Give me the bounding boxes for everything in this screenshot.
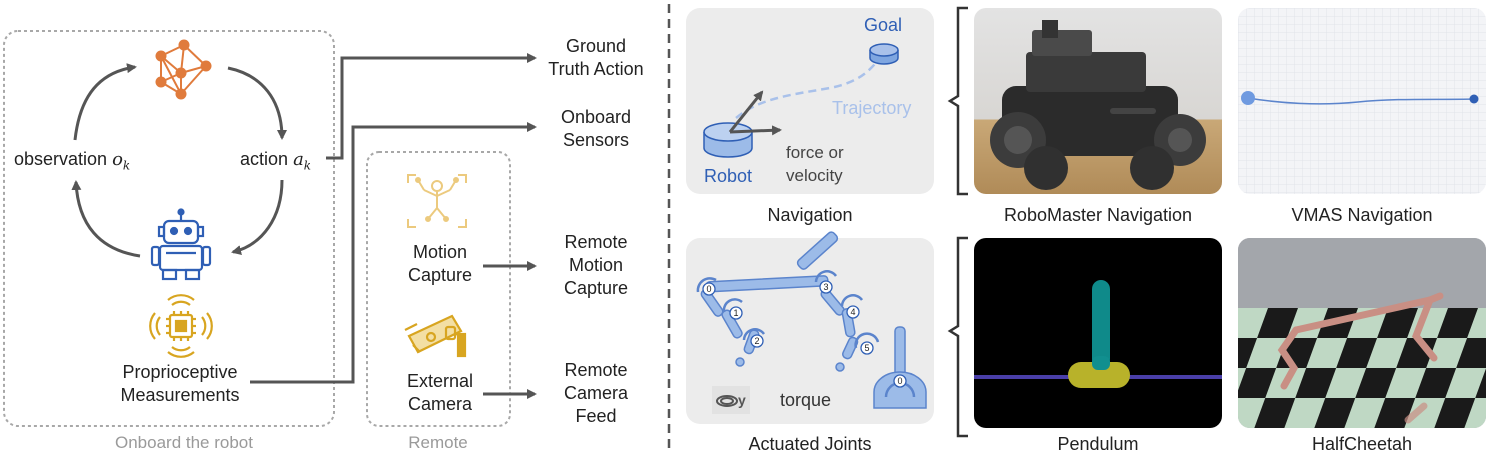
caption-vmas: VMAS Navigation <box>1291 205 1433 225</box>
camera-icon <box>404 314 467 358</box>
bracket-bottom <box>947 236 968 438</box>
joint-number-6: 0 <box>897 376 903 386</box>
vmas-plot-image <box>1238 8 1486 194</box>
robot-icon <box>150 208 212 281</box>
trajectory-label: Trajectory <box>832 98 912 118</box>
goal-label: Goal <box>864 15 903 35</box>
joint-number-1: 1 <box>733 308 739 318</box>
pendulum-image <box>974 280 1222 388</box>
torque-legend-icon <box>712 386 750 414</box>
onboard-caption: Onboard the robot <box>115 433 253 452</box>
robomaster-photo <box>974 8 1222 194</box>
joint-number-0: 0 <box>706 284 712 294</box>
robot-label: Robot <box>704 166 753 186</box>
trajectory-path <box>735 57 881 119</box>
joint-markers <box>702 280 907 388</box>
robot-puck-icon <box>703 122 753 158</box>
remote-caption: Remote <box>408 433 468 452</box>
joint-number-3: 3 <box>823 282 829 292</box>
vmas-photo <box>1238 8 1486 194</box>
robomaster-robot-image <box>990 20 1206 190</box>
halfcheetah-image <box>1238 238 1486 428</box>
motion-capture-icon <box>407 174 467 228</box>
loop-arrow-top-right <box>227 66 287 140</box>
arrow-ground-truth <box>326 53 537 160</box>
action-label: action ak <box>240 149 312 173</box>
bracket-top <box>947 6 968 196</box>
halfcheetah-render <box>1238 238 1486 428</box>
loop-arrow-bottom-right <box>231 179 284 255</box>
navigation-panel <box>686 8 934 194</box>
observation-label: observation ok <box>14 149 131 173</box>
onboard-frame <box>3 30 335 427</box>
velocity-arrow-up <box>728 90 764 133</box>
neural-network-nodes <box>155 39 212 100</box>
joint-chain-sketch <box>700 231 927 409</box>
loop-arrow-bottom-left <box>71 180 141 258</box>
caption-halfcheetah: HalfCheetah <box>1311 434 1413 454</box>
joint-number-5: 5 <box>864 343 870 353</box>
sensor-icon <box>149 294 213 358</box>
caption-robomaster: RoboMaster Navigation <box>1003 205 1193 225</box>
joint-number-2: 2 <box>754 336 760 346</box>
caption-navigation: Navigation <box>767 205 853 225</box>
joint-number-4: 4 <box>850 307 856 317</box>
joint-torque-arcs <box>696 270 916 398</box>
velocity-arrow-right <box>729 125 782 136</box>
arrow-onboard-sensors <box>250 122 537 384</box>
torque-label: torque <box>780 390 832 410</box>
caption-actuated-joints: Actuated Joints <box>748 434 872 454</box>
goal-puck-icon <box>869 43 899 65</box>
torque-axis-label: y <box>738 392 746 408</box>
caption-pendulum: Pendulum <box>1057 434 1139 454</box>
loop-arrow-top-left <box>73 63 137 141</box>
pendulum-render <box>974 238 1222 428</box>
